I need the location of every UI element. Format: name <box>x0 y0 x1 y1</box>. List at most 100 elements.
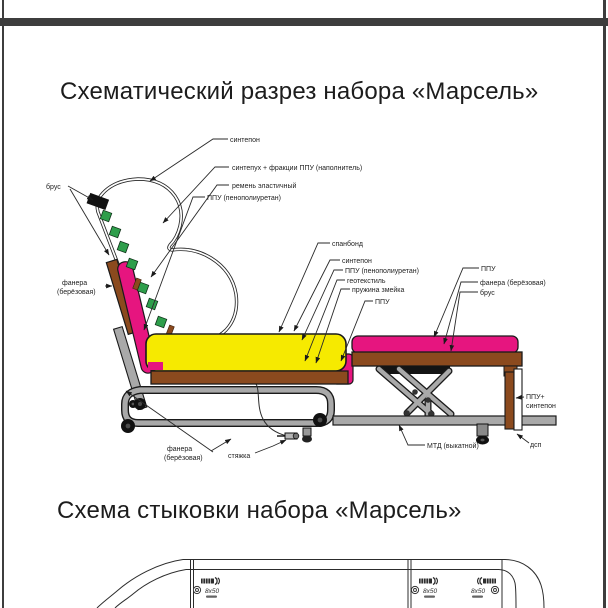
label-sintepon-top: синтепон <box>230 137 260 144</box>
confirmat-head-icon <box>410 585 420 595</box>
leader-line <box>254 439 287 454</box>
screw-icon <box>201 576 220 586</box>
leader-lines <box>67 138 530 454</box>
rollout-bottom-rail <box>332 415 557 426</box>
leader-line <box>278 242 330 333</box>
screw-size-label: 8x50 <box>205 588 219 595</box>
ppu-sintepon-panel <box>513 368 523 431</box>
ottoman-assembly <box>332 335 557 445</box>
confirmat-head-icon <box>490 585 500 595</box>
label-ppu-sintepon-1: ППУ+ <box>526 394 545 401</box>
frame-pivot-hub <box>138 402 142 406</box>
belt-clip <box>108 225 122 239</box>
ottoman-cushion <box>351 335 519 354</box>
label-spring-snake: пружина змейка <box>352 286 405 294</box>
label-styazhka: стяжка <box>228 453 250 460</box>
caster-body <box>476 423 489 437</box>
belt-clip <box>116 240 130 254</box>
rollout-scissor-mechanism <box>375 365 455 421</box>
seat-foam-cushion <box>145 333 347 372</box>
page-border-right <box>603 0 606 608</box>
label-elastic-belt: ремень эластичный <box>232 182 297 190</box>
screw-callout-2: 8x50 <box>410 576 438 598</box>
label-ppu-mid: ППУ <box>375 299 390 306</box>
fine-print-smudge <box>424 595 435 598</box>
leader-line <box>449 291 478 352</box>
screw-size-label: 8x50 <box>423 588 437 595</box>
label-geotextile: геотекстиль <box>347 278 386 285</box>
label-fanera-bottom-1: фанера <box>167 446 192 453</box>
screw-size-label: 8x50 <box>471 588 485 595</box>
leader-line <box>515 394 525 400</box>
frame-wheel-right-hub <box>317 417 323 423</box>
label-ppu-full-mid: ППУ (пенополиуретан) <box>345 268 419 275</box>
leader-line <box>162 166 229 224</box>
leader-line <box>149 138 228 182</box>
page-border-left <box>2 0 4 608</box>
label-fanera-bottom-2: (берёзовая) <box>164 454 203 462</box>
leader-line <box>150 184 229 278</box>
label-spanbond: спанбонд <box>332 240 363 248</box>
joining-scheme-diagram: 8x50 8x50 <box>96 559 545 608</box>
label-sintepon-mid: синтепон <box>342 258 372 265</box>
leader-line <box>125 390 214 453</box>
frame-foot <box>302 427 312 437</box>
leader-line <box>69 188 110 256</box>
belt-clip <box>125 257 139 271</box>
leader-line <box>210 438 232 452</box>
label-brus-left: брус <box>46 183 61 191</box>
frame-tube-outline <box>121 386 335 427</box>
previous-page-edge <box>0 0 608 18</box>
page-title-cross-section: Схематический разрез набора «Марсель» <box>60 78 539 105</box>
label-fanera-left-2: (берёзовая) <box>57 288 96 296</box>
fine-print-smudge <box>472 595 483 598</box>
seat-ppu-corner-left <box>148 362 163 370</box>
tie-bolt-head <box>292 432 300 440</box>
ottoman-plywood-plank <box>351 351 523 367</box>
leader-line <box>293 259 340 332</box>
confirmat-head-icon <box>192 585 202 595</box>
leader-line <box>304 279 345 362</box>
page-title-joining: Схема стыковки набора «Марсель» <box>57 497 462 524</box>
leader-line <box>143 196 205 331</box>
label-fanera-left-1: фанера <box>62 280 87 287</box>
label-ppu-sintepon-2: синтепон <box>526 403 556 410</box>
wood-dash <box>132 277 142 291</box>
frame-foot-pad <box>302 435 312 443</box>
screw-callout-1: 8x50 <box>192 576 220 598</box>
screw-icon <box>477 576 496 586</box>
label-ppu-full-top: ППУ (пенополиуретан) <box>207 195 281 202</box>
belt-clip <box>99 209 113 223</box>
label-dsp: дсп <box>530 442 542 449</box>
seat-assembly <box>145 333 354 385</box>
leader-line <box>398 424 425 446</box>
label-mtd: МТД (выкатной) <box>427 442 479 450</box>
leader-line <box>67 185 94 201</box>
cross-section-diagram: синтепон синтепух + фракции ППУ (наполни… <box>46 137 557 462</box>
cross-section-labels: синтепон синтепух + фракции ППУ (наполни… <box>46 137 556 462</box>
frame-wheel-hub <box>125 423 131 429</box>
seat-plywood-plank <box>150 370 349 385</box>
label-ppu-right: ППУ <box>481 266 496 273</box>
label-sintepuh-fractions: синтепух + фракции ППУ (наполнитель) <box>232 165 362 172</box>
leader-line <box>315 288 350 364</box>
left-armrest-outer-curve <box>96 559 184 608</box>
page-separator-bar <box>0 18 608 26</box>
right-armrest-outer-curve <box>504 559 545 608</box>
leader-line <box>443 281 478 345</box>
screw-callout-3: 8x50 <box>471 576 500 598</box>
leader-line <box>340 300 373 362</box>
belt-clip <box>154 315 168 329</box>
backrest-pivot-center <box>131 402 135 406</box>
label-fanera-right: фанера (берёзовая) <box>480 279 546 287</box>
back-pillow-outline <box>95 177 239 346</box>
ottoman-black-box <box>380 366 450 374</box>
left-armrest-inner-curve <box>114 569 187 608</box>
screw-icon <box>419 576 438 586</box>
leader-line <box>433 267 479 338</box>
leader-line <box>301 269 343 341</box>
label-brus-right: брус <box>480 289 495 297</box>
frame-tube <box>122 387 334 426</box>
